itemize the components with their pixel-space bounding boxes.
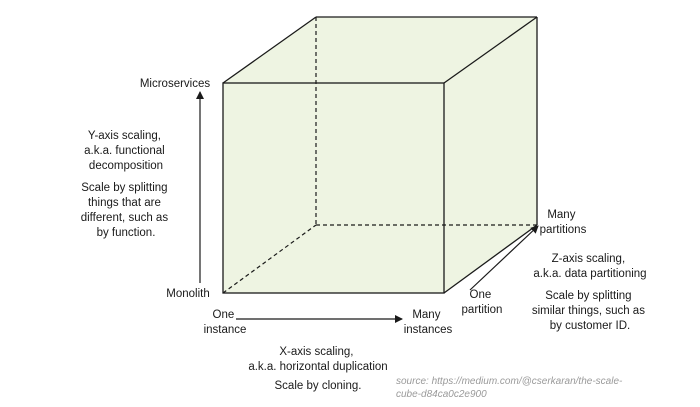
z-axis-description: Scale by splitting similar things, such … [532, 290, 648, 332]
cube-edge-top-right [443, 16, 538, 84]
z-axis-title-line: Z-axis scaling, [552, 253, 626, 265]
cube-top-face [223, 17, 537, 83]
cube-edge-bottom-right [443, 224, 538, 294]
x-axis-left-label-line: instance [204, 324, 247, 336]
x-axis-right-label-line: instances [404, 324, 453, 336]
source-citation-line: source: https://medium.com/@cserkaran/th… [396, 376, 623, 387]
x-axis-title-line: X-axis scaling, [279, 346, 353, 358]
y-axis-bottom-label: Monolith [166, 288, 209, 300]
y-axis-title-line: Y-axis scaling, [88, 130, 161, 142]
y-axis-description-line: Scale by splitting [81, 182, 167, 194]
z-axis-start-label: One partition [462, 289, 503, 316]
z-axis-title: Z-axis scaling, a.k.a. data partitioning [533, 253, 646, 280]
source-citation-line: cube-d84ca0c2e900 [396, 389, 487, 400]
z-axis-start-label-line: One [470, 289, 492, 301]
z-axis-title-line: a.k.a. data partitioning [533, 268, 646, 280]
cube-edge-top-left [222, 16, 317, 84]
z-axis-end-label-line: partitions [540, 224, 587, 236]
z-axis-start-label-line: partition [462, 304, 503, 316]
z-axis-end-label: Many partitions [540, 209, 587, 236]
y-axis-description-line: by function. [97, 227, 156, 239]
x-axis-title: X-axis scaling, a.k.a. horizontal duplic… [248, 346, 387, 373]
z-axis-description-line: Scale by splitting [545, 290, 631, 302]
cube [222, 16, 538, 294]
z-axis-end-label-line: Many [547, 209, 575, 221]
y-axis-description-line: things that are [88, 197, 161, 209]
y-axis-title-line: decomposition [89, 160, 163, 172]
x-axis-description: Scale by cloning. [275, 380, 362, 392]
cube-hidden-edge-depth [222, 224, 317, 294]
cube-front-face [223, 83, 444, 293]
x-axis-right-label: Many instances [404, 309, 453, 336]
y-axis-title: Y-axis scaling, a.k.a. functional decomp… [84, 130, 168, 172]
z-axis-description-line: similar things, such as [532, 305, 645, 317]
cube-right-face [444, 17, 537, 293]
z-axis-arrow [469, 225, 539, 291]
y-axis-description-line: different, such as [81, 212, 169, 224]
x-axis-left-label-line: One [213, 309, 235, 321]
source-citation: source: https://medium.com/@cserkaran/th… [396, 376, 625, 400]
y-axis-description: Scale by splitting things that are diffe… [81, 182, 172, 239]
z-axis-description-line: by customer ID. [550, 320, 631, 332]
x-axis-left-label: One instance [204, 309, 247, 336]
y-axis-top-label: Microservices [140, 78, 211, 90]
x-axis-title-line: a.k.a. horizontal duplication [248, 361, 387, 373]
x-axis-right-label-line: Many [412, 309, 440, 321]
cube-front-edges [222, 82, 445, 294]
y-axis-title-line: a.k.a. functional [84, 145, 165, 157]
